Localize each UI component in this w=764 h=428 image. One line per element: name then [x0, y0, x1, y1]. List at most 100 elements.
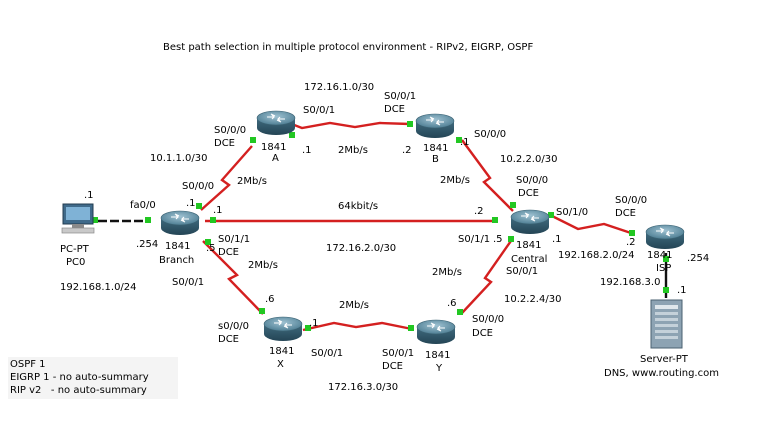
port-indicator	[456, 137, 462, 143]
ip-host-label: .6	[265, 294, 275, 305]
pc0[interactable]	[61, 203, 95, 234]
link-x-y	[302, 321, 413, 332]
bandwidth-label: 2Mb/s	[432, 267, 462, 278]
link-central-y	[461, 237, 514, 314]
network-label: 172.16.2.0/30	[326, 243, 396, 254]
router-central-model: 1841	[516, 240, 541, 251]
dce-label: DCE	[218, 247, 239, 258]
router-central[interactable]	[510, 209, 550, 235]
interface-label: s0/0/0	[218, 321, 249, 332]
interface-label: S0/0/1	[506, 266, 538, 277]
port-indicator	[663, 287, 669, 293]
router-a[interactable]	[256, 110, 296, 136]
network-label: 192.168.2.0/24	[558, 250, 635, 261]
interface-label: S0/1/1	[218, 234, 250, 245]
link-labels: 172.16.1.0/30 10.1.1.0/30 10.2.2.0/30 17…	[60, 82, 709, 393]
router-y-model: 1841	[425, 350, 450, 361]
port-indicator	[145, 217, 151, 223]
dce-label: DCE	[518, 188, 539, 199]
port-indicator	[548, 212, 554, 218]
bandwidth-label: 2Mb/s	[440, 175, 470, 186]
interface-label: S0/1/1	[458, 234, 490, 245]
network-label: 192.168.3.0	[600, 277, 660, 288]
ip-host-label: .6	[447, 298, 457, 309]
router-a-name: A	[272, 153, 279, 164]
pc-type: PC-PT	[60, 244, 90, 255]
router-y-name: Y	[435, 363, 443, 374]
link-branch-x	[202, 240, 264, 315]
interface-label: S0/0/1	[172, 277, 204, 288]
port-indicator	[196, 203, 202, 209]
note-line: OSPF 1	[10, 359, 46, 370]
router-x-model: 1841	[269, 346, 294, 357]
router-isp[interactable]	[645, 224, 685, 250]
router-a-model: 1841	[261, 142, 286, 153]
port-indicators	[92, 121, 669, 331]
interface-label: S0/0/1	[382, 348, 414, 359]
dce-label: DCE	[615, 208, 636, 219]
server-icon	[650, 299, 683, 349]
interface-label: S0/0/0	[615, 195, 647, 206]
port-indicator	[629, 230, 635, 236]
port-indicator	[408, 325, 414, 331]
router-y[interactable]	[416, 319, 456, 345]
interface-label: S0/1/0	[556, 207, 588, 218]
ip-host-label: .1	[302, 145, 312, 156]
network-label: 10.1.1.0/30	[150, 153, 207, 164]
ip-host-label: .1	[677, 285, 687, 296]
interface-label: S0/0/0	[472, 314, 504, 325]
router-isp-name: ISP	[656, 263, 671, 274]
dce-label: DCE	[384, 104, 405, 115]
network-label: 172.16.3.0/30	[328, 382, 398, 393]
network-label: 192.168.1.0/24	[60, 282, 137, 293]
router-b[interactable]	[415, 113, 455, 139]
port-indicator	[663, 256, 669, 262]
dce-label: DCE	[472, 328, 493, 339]
ip-host-label: .2	[402, 145, 412, 156]
port-indicator	[508, 236, 514, 242]
interface-label: S0/0/1	[311, 348, 343, 359]
router-x-name: X	[277, 359, 284, 370]
port-indicator	[92, 217, 98, 223]
protocol-notes: OSPF 1 EIGRP 1 - no auto-summary RIP v2 …	[8, 357, 178, 399]
ip-host-label: .2	[474, 206, 484, 217]
interface-label: S0/0/0	[474, 129, 506, 140]
router-branch[interactable]	[160, 210, 200, 236]
interface-label: S0/0/0	[182, 181, 214, 192]
ip-host-label: .1	[309, 318, 319, 329]
port-indicator	[407, 121, 413, 127]
ip-host-label: .1	[186, 198, 196, 209]
ip-host-label: .5	[493, 234, 503, 245]
ip-host-label: .254	[136, 239, 158, 250]
ip-host-label: .1	[460, 137, 470, 148]
port-indicator	[457, 309, 463, 315]
ip-host-label: .1	[213, 205, 223, 216]
router-b-model: 1841	[423, 143, 448, 154]
server[interactable]	[650, 299, 683, 349]
bandwidth-label: 64kbit/s	[338, 201, 378, 212]
link-central-isp	[551, 214, 632, 235]
router-central-name: Central	[511, 254, 547, 265]
router-x[interactable]	[263, 316, 303, 342]
interface-label: S0/0/1	[384, 91, 416, 102]
diagram-title: Best path selection in multiple protocol…	[163, 42, 533, 53]
ip-host-label: .2	[626, 237, 636, 248]
device-labels: 1841 A 1841 B 1841 Branch 1841 Central 1…	[60, 142, 719, 379]
pc-icon	[61, 203, 95, 234]
note-line: RIP v2 - no auto-summary	[10, 385, 147, 396]
network-label: 172.16.1.0/30	[304, 82, 374, 93]
ip-host-label: .1	[552, 234, 562, 245]
ip-host-label: .5	[206, 243, 216, 254]
port-indicator	[210, 217, 216, 223]
bandwidth-label: 2Mb/s	[237, 176, 267, 187]
pc-name: PC0	[66, 257, 85, 268]
port-indicator	[205, 239, 211, 245]
server-name: DNS, www.routing.com	[604, 368, 719, 379]
link-branch-a	[200, 145, 253, 211]
router-b-name: B	[432, 154, 439, 165]
bandwidth-label: 2Mb/s	[339, 300, 369, 311]
dce-label: DCE	[218, 334, 239, 345]
link-b-central	[461, 139, 514, 212]
server-type: Server-PT	[640, 354, 689, 365]
